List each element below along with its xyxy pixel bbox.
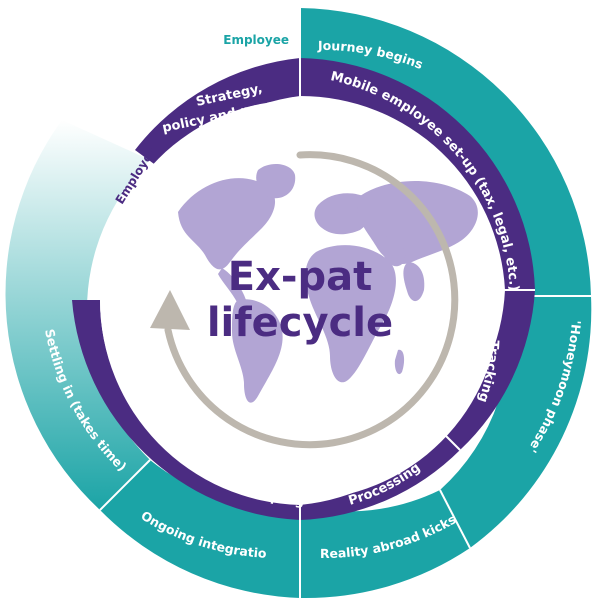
outer-segment-integration (100, 460, 300, 598)
outer-segment-reality (300, 490, 470, 599)
cycle-arrowhead (150, 290, 190, 330)
employee-label: Employee (223, 33, 289, 47)
world-map (178, 163, 478, 403)
inner-segment-mobile (300, 58, 535, 290)
outer-segment-honeymoon (440, 296, 592, 548)
inner-segment-ongoing-support (72, 300, 300, 520)
cycle-arrow (150, 151, 459, 449)
center-title-line1: Ex-pat (228, 254, 372, 300)
center-title-line2: lifecycle (207, 300, 393, 346)
